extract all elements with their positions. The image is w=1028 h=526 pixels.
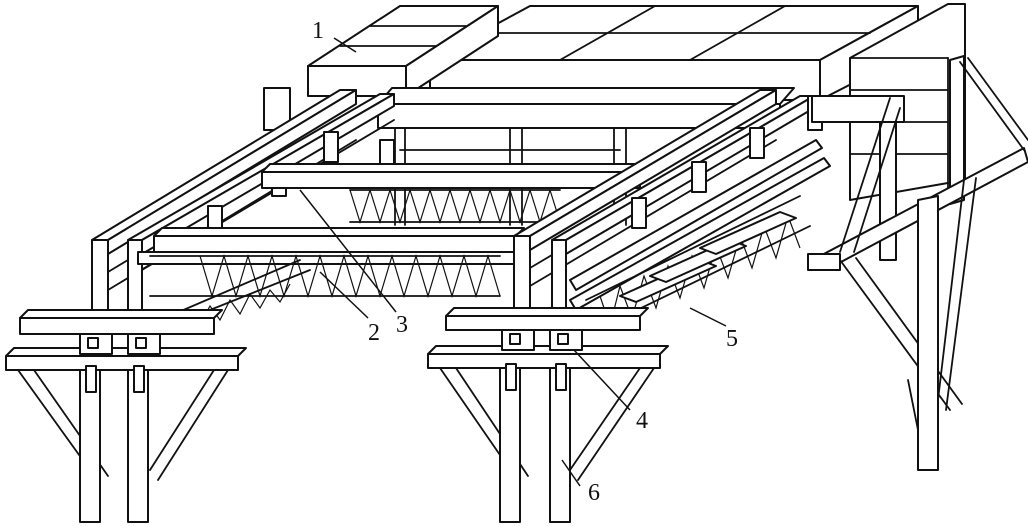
left-columns [79,365,149,523]
leader-5 [689,307,727,327]
back-cross-beam [377,87,795,226]
right-column [907,177,977,471]
back-truss [349,187,561,225]
callout-label-6: 6 [588,480,600,506]
concrete-deck-block [429,5,919,101]
middle-cross-beam [261,163,649,189]
left-side-formwork [91,89,395,331]
left-support-bracket [5,309,247,485]
middle-jacks [501,329,583,351]
callout-label-3: 3 [396,312,408,338]
leader-4 [573,349,631,411]
leader-3 [299,189,397,313]
callout-label-5: 5 [726,326,738,352]
callout-label-4: 4 [636,408,648,434]
callout-leaders [299,37,727,487]
leader-6 [561,459,581,487]
middle-support-bracket [427,307,669,485]
right-wall-block [849,3,966,201]
callout-labels: 1 2 3 4 5 6 [312,18,738,506]
leader-1 [333,37,357,53]
middle-columns [499,363,571,523]
leader-2 [319,271,369,319]
left-jacks [79,333,161,355]
right-side-formwork [513,89,831,321]
front-cross-beam [137,227,525,265]
callout-label-2: 2 [368,320,380,346]
callout-label-1: 1 [312,18,324,44]
